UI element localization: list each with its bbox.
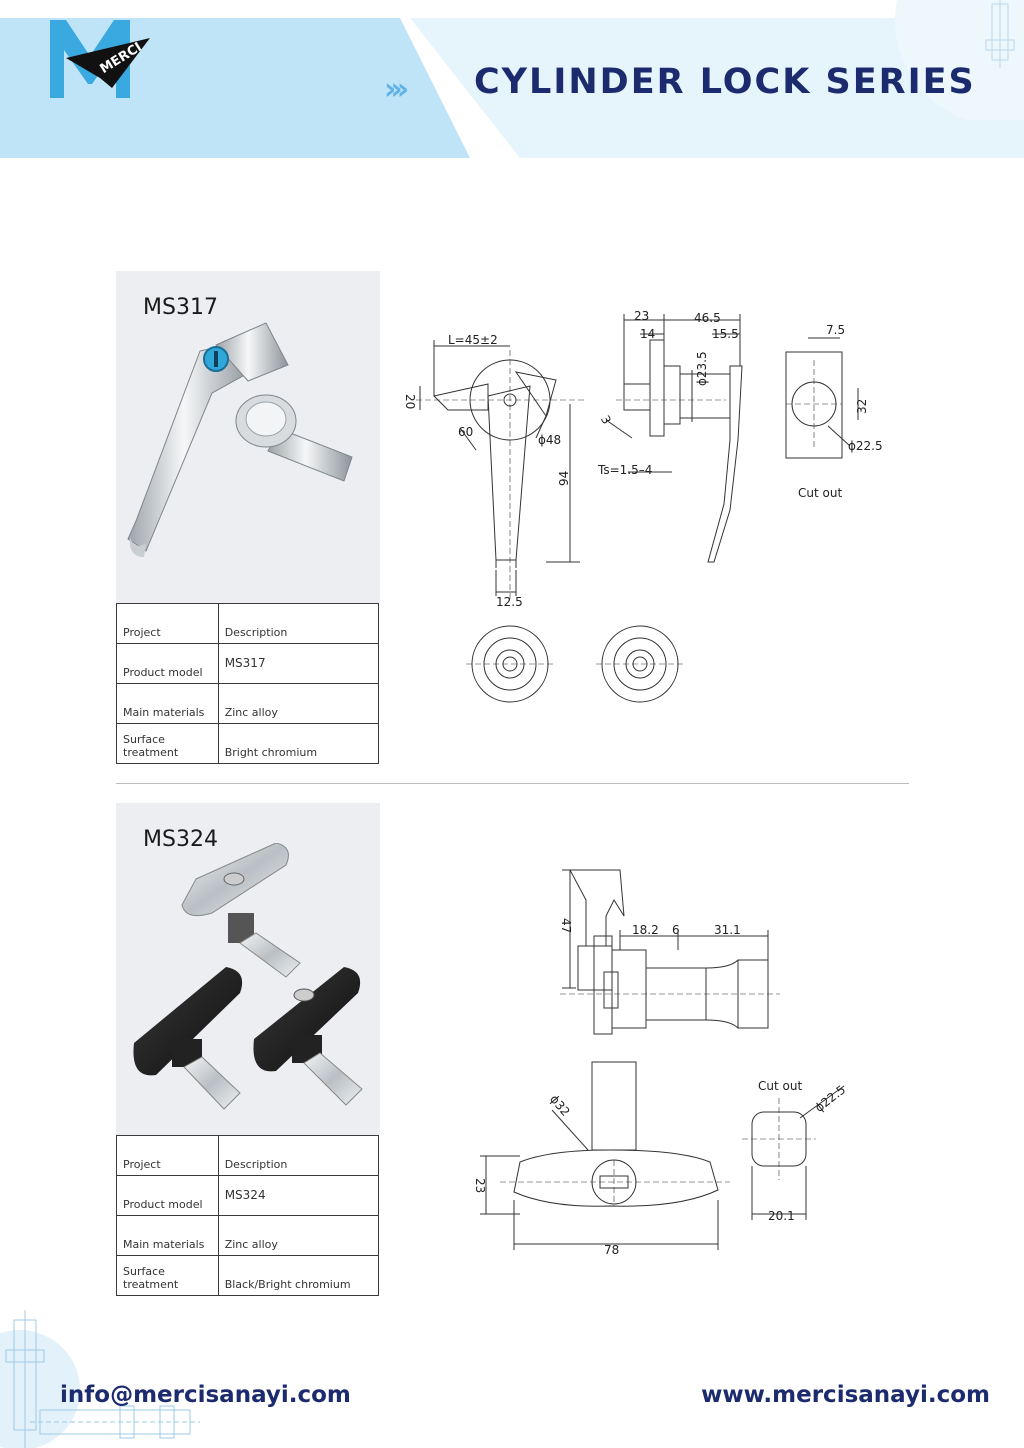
- footer-email-link[interactable]: info@mercisanayi.com: [60, 1382, 351, 1408]
- dim-label: 12.5: [496, 595, 523, 609]
- dim-label: ϕ22.5: [848, 439, 883, 453]
- spec-value: Zinc alloy: [217, 1215, 380, 1256]
- technical-drawing-ms324: 47 18.2 6 31.1 ϕ32 23 78 Cut out ϕ22.5 2…: [473, 869, 848, 1257]
- dim-label: 31.1: [714, 923, 741, 937]
- dim-label: 94: [557, 471, 571, 486]
- spec-label: Main materials: [116, 683, 219, 724]
- section-divider: [116, 783, 909, 784]
- spec-value: Black/Bright chromium: [217, 1255, 380, 1296]
- spec-header-label: Project: [116, 603, 219, 644]
- dim-label: 78: [604, 1243, 619, 1257]
- dim-label: 15.5: [712, 327, 739, 341]
- dim-label: ϕ22.5: [812, 1082, 848, 1114]
- spec-header-value: Description: [217, 603, 380, 644]
- technical-drawing-ms317: L=45±2 20 60 ϕ48 94 12.5 23 14 46.5 15.5…: [403, 309, 883, 703]
- model-title: MS324: [143, 827, 218, 852]
- dim-label: 6: [672, 923, 680, 937]
- spec-label: Surface treatment: [116, 1255, 219, 1296]
- dim-label: 7.5: [826, 323, 845, 337]
- spec-value: Zinc alloy: [217, 683, 380, 724]
- dim-label: 18.2: [632, 923, 659, 937]
- spec-label: Main materials: [116, 1215, 219, 1256]
- spec-table-ms324: Project Description Product model MS324 …: [116, 1135, 380, 1296]
- spec-header-value: Description: [217, 1135, 380, 1176]
- spec-value: MS324: [217, 1175, 380, 1216]
- model-title: MS317: [143, 295, 218, 320]
- dim-label: 23: [634, 309, 649, 323]
- cutout-label: Cut out: [758, 1079, 802, 1093]
- dim-label: 3: [598, 413, 614, 427]
- dim-label: 23: [473, 1178, 487, 1193]
- dim-label: 32: [855, 399, 869, 414]
- spec-table-ms317: Project Description Product model MS317 …: [116, 603, 380, 764]
- dim-label: 47: [559, 918, 573, 933]
- page-title: CYLINDER LOCK SERIES: [474, 62, 976, 102]
- spec-value: MS317: [217, 643, 380, 684]
- dim-label: ϕ48: [538, 433, 561, 447]
- spec-header-label: Project: [116, 1135, 219, 1176]
- blueprint-decoration-icon: [0, 1310, 200, 1448]
- dim-label: 20.1: [768, 1209, 795, 1223]
- dim-label: 14: [640, 327, 655, 341]
- blueprint-decoration-icon: [895, 0, 1024, 120]
- spec-label: Product model: [116, 643, 219, 684]
- dim-label: 20: [403, 394, 417, 409]
- t-handle-lock-photo: [133, 843, 363, 1110]
- l-handle-lock-photo: [127, 322, 353, 557]
- merci-logo: MERCI: [50, 20, 150, 98]
- spec-value: Bright chromium: [217, 723, 380, 764]
- spec-label: Surface treatment: [116, 723, 219, 764]
- dim-label: 60: [458, 425, 473, 439]
- dim-label: L=45±2: [448, 333, 498, 347]
- product-card-ms317: MS317: [116, 271, 380, 603]
- product-card-ms324: MS324: [116, 803, 380, 1135]
- spec-label: Product model: [116, 1175, 219, 1216]
- chevron-arrows-icon: ›››: [384, 72, 409, 107]
- dim-label: ϕ32: [547, 1092, 573, 1119]
- footer-website-link[interactable]: www.mercisanayi.com: [701, 1382, 990, 1408]
- cutout-label: Cut out: [798, 486, 842, 500]
- dim-label: ϕ23.5: [695, 351, 709, 386]
- dim-label: 46.5: [694, 311, 721, 325]
- dim-label: Ts=1.5–4: [597, 463, 652, 477]
